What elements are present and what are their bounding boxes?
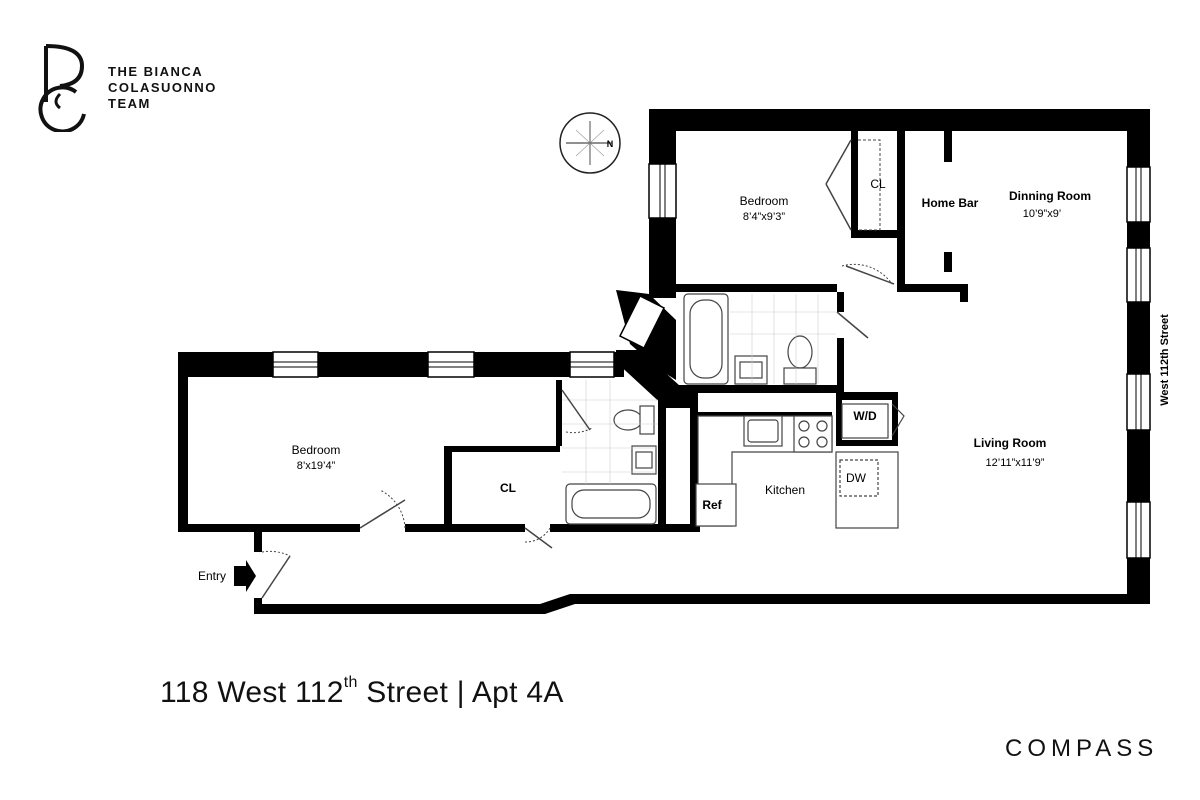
doors [261,139,905,599]
bedroom-left-dims: 8’x19’4” [297,460,336,472]
windows [272,163,1151,559]
bedroom-top-dims: 8’4”x9’3” [743,211,786,223]
brand-logo-mark [38,44,86,132]
address-rest: Street | Apt 4A [357,676,564,709]
brand-line-3: TEAM [108,96,151,111]
listing-address: 118 West 112th Street | Apt 4A [160,674,564,710]
dishwasher-label: DW [846,471,867,485]
compass-north-label: N [607,139,614,149]
brand-line-1: THE BIANCA [108,64,204,79]
kitchen-label: Kitchen [765,483,805,497]
bathroom-top-fixtures [683,293,817,385]
home-bar-label: Home Bar [922,196,979,210]
brand-name: THE BIANCA COLASUONNO TEAM [108,64,217,112]
bedroom-top-name: Bedroom [740,194,789,208]
living-room-dims: 12’11”x11’9” [986,457,1045,469]
kitchen-fixtures [695,403,899,529]
entry-label: Entry [198,569,226,583]
living-room-name: Living Room [974,436,1047,450]
entry-arrow-icon [234,560,256,592]
washer-dryer-label: W/D [853,409,877,423]
walls [178,109,1150,614]
refrigerator-label: Ref [702,498,722,512]
brand-line-2: COLASUONNO [108,80,217,95]
dining-room-name: Dinning Room [1009,189,1091,203]
address-main: 118 West 112 [160,676,344,709]
street-label: West 112th Street [1159,314,1171,406]
closet-top-label: CL [870,177,886,191]
address-sup: th [343,674,358,691]
dining-room-dims: 10’9”x9’ [1023,208,1062,220]
bedroom-left-name: Bedroom [292,443,341,457]
compass-rose-icon [559,112,621,174]
bathroom-left-fixtures [565,405,657,525]
compass-brand-logo: COMPASS [1005,735,1159,762]
closet-left-label: CL [500,481,516,495]
